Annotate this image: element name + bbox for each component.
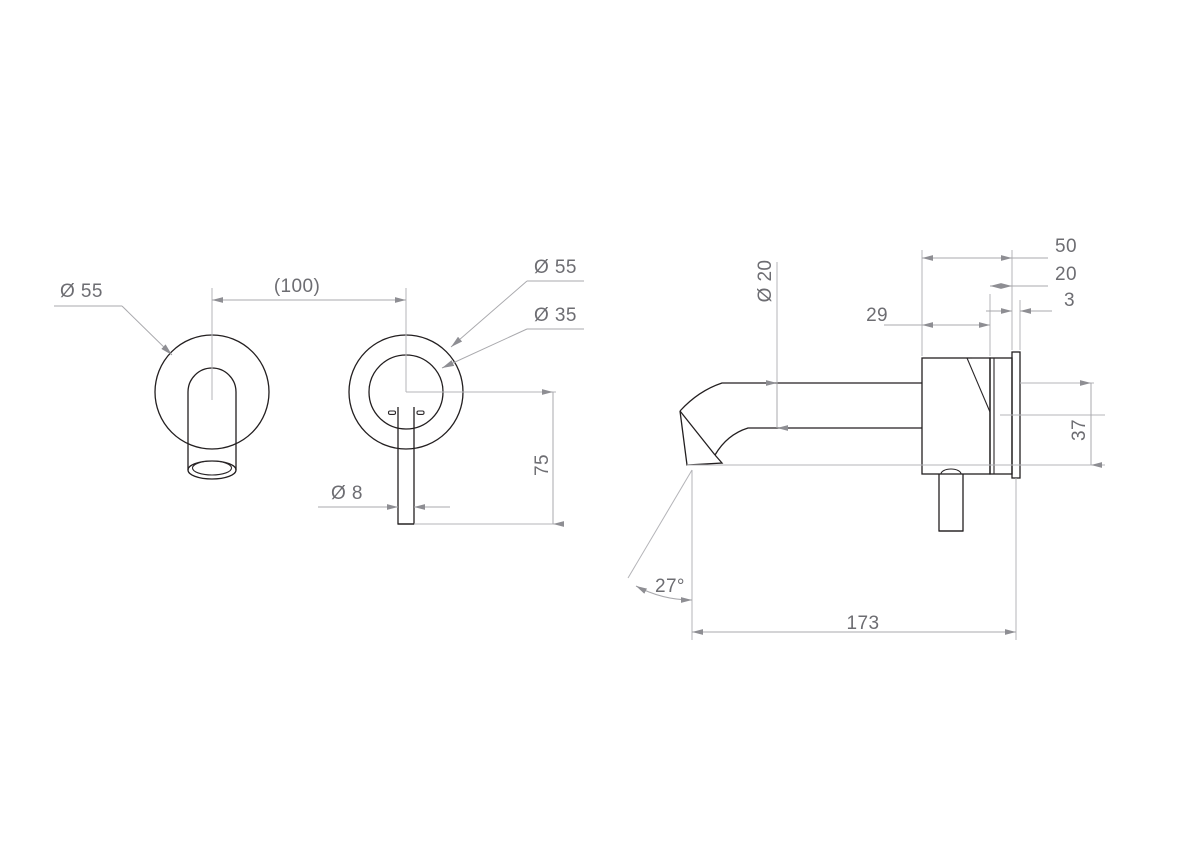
side-lever-outline [938, 474, 964, 532]
handle-lever-outline [397, 407, 415, 525]
dim-body-length-29 [884, 250, 991, 356]
label-handle-hub-diameter: Ø 35 [534, 305, 577, 326]
dim-outlet-angle-27 [627, 469, 693, 603]
cold-indicator-mark [416, 410, 425, 415]
leader-handle-plate-dia [450, 280, 584, 348]
dim-spout-projection-173 [691, 470, 1017, 640]
label-cap-depth: 20 [1055, 264, 1077, 285]
hot-indicator-mark [387, 410, 397, 415]
dim-outlet-drop-37 [1020, 380, 1102, 468]
leader-spout-plate-dia [54, 305, 173, 356]
spout-outlet-inner-ellipse [191, 460, 233, 476]
dim-plate-thickness-3 [986, 300, 1052, 350]
spout-outlet-face [679, 410, 716, 456]
valve-cap-block [989, 357, 1013, 475]
spout-top-profile [679, 382, 922, 412]
handle-pivot-taper-line [966, 357, 991, 413]
spout-nose-outline [679, 410, 724, 466]
label-outlet-angle: 27° [655, 576, 685, 597]
label-spout-projection: 173 [847, 613, 880, 634]
dim-centre-distance [211, 288, 407, 390]
label-lever-length: 75 [532, 454, 553, 476]
valve-body-block [921, 357, 991, 475]
label-centre-distance: (100) [274, 276, 320, 297]
label-body-length: 29 [866, 305, 888, 326]
view-side-elevation [679, 351, 1105, 532]
view-front-handle [348, 300, 540, 525]
dim-body-depth-50 [922, 250, 1048, 350]
spout-outlet-outer-ellipse [187, 460, 237, 480]
label-plate-thickness: 3 [1064, 290, 1075, 311]
lever-joint-arc [940, 468, 962, 475]
leader-handle-hub-dia [441, 328, 584, 369]
label-lever-diameter: Ø 8 [331, 483, 363, 504]
label-spout-plate-diameter: Ø 55 [60, 281, 103, 302]
label-spout-tube-diameter: Ø 20 [755, 260, 776, 303]
dim-lever-length [414, 389, 564, 527]
label-body-depth: 50 [1055, 236, 1077, 257]
spout-bottom-profile [714, 427, 922, 456]
label-outlet-drop: 37 [1069, 419, 1090, 441]
label-handle-plate-diameter: Ø 55 [534, 257, 577, 278]
